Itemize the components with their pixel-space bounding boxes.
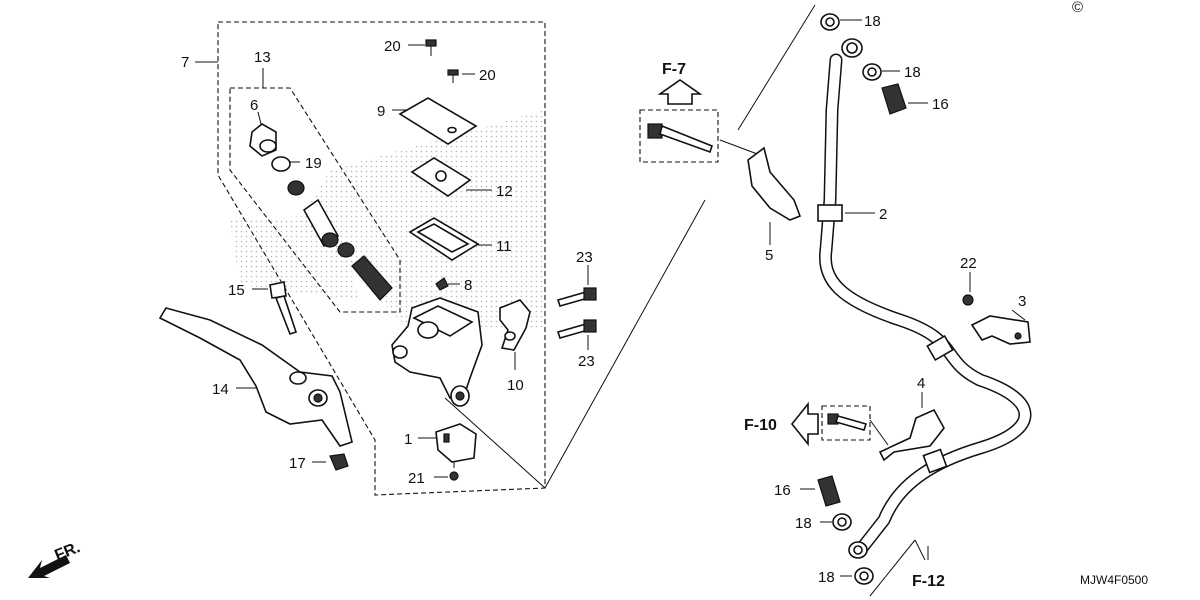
lever-14 bbox=[158, 307, 353, 447]
callout-7: 7 bbox=[181, 54, 189, 71]
clamp-4 bbox=[878, 408, 945, 462]
nut-17 bbox=[329, 453, 349, 471]
ref-f7: F-7 bbox=[662, 61, 686, 78]
callout-21: 21 bbox=[408, 470, 425, 487]
callout-2: 2 bbox=[879, 206, 887, 223]
callout-4: 4 bbox=[917, 375, 925, 392]
master-cylinder-body bbox=[391, 297, 483, 407]
f7-arrow-icon bbox=[657, 79, 703, 105]
switch-1 bbox=[435, 423, 477, 463]
callout-17: 17 bbox=[289, 455, 306, 472]
diaphragm-11 bbox=[408, 217, 480, 261]
screw-22 bbox=[962, 294, 974, 306]
callout-18-c: 18 bbox=[795, 515, 812, 532]
piston-parts bbox=[287, 180, 393, 301]
callout-16-a: 16 bbox=[932, 96, 949, 113]
washer-18-c bbox=[832, 513, 852, 531]
callout-19: 19 bbox=[305, 155, 322, 172]
callout-3: 3 bbox=[1018, 293, 1026, 310]
plate-12 bbox=[410, 157, 472, 197]
f10-bolt-box bbox=[821, 405, 871, 441]
callout-23-upper: 23 bbox=[576, 249, 593, 266]
ref-f12: F-12 bbox=[912, 573, 945, 590]
callout-6: 6 bbox=[250, 97, 258, 114]
callout-9: 9 bbox=[377, 103, 385, 120]
callout-18-a: 18 bbox=[864, 13, 881, 30]
f10-arrow-icon bbox=[790, 401, 819, 447]
callout-1: 1 bbox=[404, 431, 412, 448]
bolt-23-lower bbox=[556, 319, 597, 339]
copyright-mark: © bbox=[1072, 0, 1083, 16]
callout-15: 15 bbox=[228, 282, 245, 299]
bolt-f7 bbox=[647, 123, 713, 154]
callout-labels: 7 13 6 19 20 20 9 12 11 8 15 14 17 1 21 … bbox=[181, 13, 1026, 586]
callout-18-d: 18 bbox=[818, 569, 835, 586]
washer-18-b bbox=[862, 63, 882, 81]
front-direction-label: FR. bbox=[52, 539, 82, 564]
bolt-f10 bbox=[827, 413, 868, 431]
reservoir-cap-9 bbox=[398, 97, 478, 145]
callout-11: 11 bbox=[496, 238, 512, 255]
callout-23-lower: 23 bbox=[578, 353, 595, 370]
float-8 bbox=[435, 277, 449, 291]
callout-22: 22 bbox=[960, 255, 977, 272]
bolt-15 bbox=[269, 281, 298, 335]
screw-20-lower bbox=[447, 69, 459, 83]
banjo-bolt-16-b bbox=[817, 475, 841, 507]
clamp-5 bbox=[747, 146, 802, 221]
circlip-19 bbox=[271, 156, 291, 172]
callout-16-b: 16 bbox=[774, 482, 791, 499]
washer-18-d bbox=[854, 567, 874, 585]
bolt-23-upper bbox=[556, 287, 597, 307]
callout-12: 12 bbox=[496, 183, 513, 200]
front-arrow-icon bbox=[28, 555, 70, 578]
banjo-bolt-16-a bbox=[881, 83, 907, 115]
diagram-code: MJW4F0500 bbox=[1080, 573, 1148, 587]
ref-f10: F-10 bbox=[744, 417, 777, 434]
screw-21 bbox=[449, 462, 459, 481]
boot-6 bbox=[249, 123, 277, 157]
clamp-3 bbox=[970, 315, 1031, 345]
f7-bolt-box bbox=[639, 109, 719, 163]
callout-18-b: 18 bbox=[904, 64, 921, 81]
callout-10: 10 bbox=[507, 377, 524, 394]
callout-5: 5 bbox=[765, 247, 773, 264]
washer-18-a bbox=[820, 13, 840, 31]
screw-20-top bbox=[425, 39, 437, 56]
callout-20-top: 20 bbox=[384, 38, 401, 55]
callout-20-lower: 20 bbox=[479, 67, 496, 84]
callout-13: 13 bbox=[254, 49, 271, 66]
callout-8: 8 bbox=[464, 277, 472, 294]
leader-lines bbox=[195, 4, 1026, 597]
callout-14: 14 bbox=[212, 381, 229, 398]
brake-hose-2 bbox=[817, 38, 1032, 559]
holder-10 bbox=[499, 299, 531, 351]
group-7-outline bbox=[217, 21, 546, 496]
